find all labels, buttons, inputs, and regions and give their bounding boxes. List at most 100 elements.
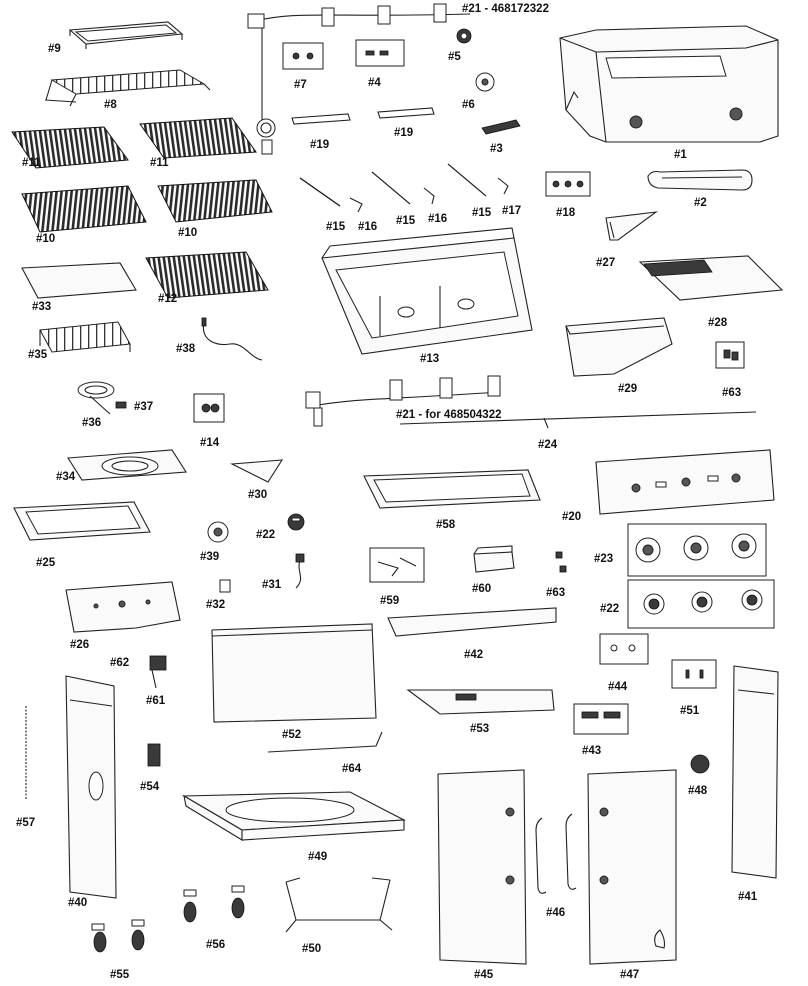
label-part-16-a: #16 bbox=[358, 221, 378, 233]
part-22-knobs-box bbox=[627, 579, 775, 629]
part-44-hardware-box bbox=[599, 633, 649, 665]
label-part-48: #48 bbox=[688, 785, 708, 797]
label-part-11-right: #11 bbox=[150, 157, 169, 169]
part-60-grease-cup bbox=[473, 545, 515, 573]
label-part-10-right: #10 bbox=[178, 227, 198, 239]
label-part-50: #50 bbox=[302, 943, 322, 955]
label-part-63-a: #63 bbox=[722, 387, 742, 399]
part-49-bottom-shelf bbox=[182, 791, 407, 841]
part-27-side-bracket bbox=[605, 211, 659, 241]
part-47-door-right bbox=[587, 769, 677, 965]
part-64-rod bbox=[267, 731, 383, 753]
label-part-51: #51 bbox=[680, 705, 700, 717]
part-15-burner-3 bbox=[447, 163, 487, 197]
part-22-knob-single bbox=[287, 513, 305, 531]
label-part-2: #2 bbox=[694, 197, 707, 209]
part-29-rear-panel bbox=[565, 317, 673, 377]
label-part-45: #45 bbox=[474, 969, 494, 981]
part-63-hardware-b bbox=[555, 551, 567, 573]
label-part-34: #34 bbox=[56, 471, 76, 483]
part-16-collector-1 bbox=[349, 197, 363, 213]
label-part-5: #5 bbox=[448, 51, 461, 63]
label-part-1: #1 bbox=[674, 149, 687, 161]
label-part-46: #46 bbox=[546, 907, 566, 919]
part-39-bezel bbox=[207, 521, 229, 543]
label-part-21-top: #21 - 468172322 bbox=[462, 3, 549, 15]
label-part-27: #27 bbox=[596, 257, 616, 269]
part-3-ignitor-module bbox=[481, 119, 521, 135]
label-part-47: #47 bbox=[620, 969, 640, 981]
label-part-42: #42 bbox=[464, 649, 484, 661]
label-part-52: #52 bbox=[282, 729, 302, 741]
part-37-orifice bbox=[115, 401, 127, 409]
label-part-30: #30 bbox=[248, 489, 268, 501]
part-61-hose bbox=[151, 669, 157, 689]
part-43-hardware-box bbox=[573, 703, 629, 735]
label-part-60: #60 bbox=[472, 583, 492, 595]
part-8-warming-rack bbox=[44, 69, 211, 107]
label-part-4: #4 bbox=[368, 77, 381, 89]
part-15-burner-2 bbox=[371, 171, 411, 205]
part-6-bezel bbox=[475, 72, 495, 92]
part-26-side-panel bbox=[65, 581, 181, 633]
label-part-17: #17 bbox=[502, 205, 522, 217]
label-part-64: #64 bbox=[342, 763, 362, 775]
part-42-cross-brace bbox=[387, 607, 557, 637]
label-part-36: #36 bbox=[82, 417, 102, 429]
part-31-thermocouple bbox=[295, 553, 305, 589]
part-10-grate-right bbox=[157, 179, 273, 223]
label-part-28: #28 bbox=[708, 317, 728, 329]
label-part-41: #41 bbox=[738, 891, 758, 903]
part-28-side-shelf bbox=[638, 255, 784, 301]
label-part-23: #23 bbox=[594, 553, 614, 565]
part-63-hardware-box-a bbox=[715, 341, 745, 369]
part-50-base-frame bbox=[285, 877, 393, 933]
label-part-18: #18 bbox=[556, 207, 576, 219]
part-12-grate bbox=[145, 251, 269, 299]
part-19-bracket-b bbox=[377, 107, 435, 119]
label-part-58: #58 bbox=[436, 519, 456, 531]
part-16-collector-2 bbox=[423, 187, 435, 205]
part-7-hardware bbox=[282, 42, 324, 70]
label-part-22-box: #22 bbox=[600, 603, 620, 615]
part-5-ignitor-knob bbox=[456, 28, 472, 44]
label-part-57: #57 bbox=[16, 817, 36, 829]
label-part-24: #24 bbox=[538, 439, 558, 451]
label-part-40: #40 bbox=[68, 897, 88, 909]
part-45-door-left bbox=[437, 769, 527, 965]
part-46-door-handles bbox=[535, 813, 577, 894]
part-55-casters bbox=[91, 919, 145, 953]
label-part-62: #62 bbox=[110, 657, 130, 669]
part-51-hardware-box bbox=[671, 659, 717, 689]
label-part-35: #35 bbox=[28, 349, 48, 361]
label-part-44: #44 bbox=[608, 681, 628, 693]
label-part-3: #3 bbox=[490, 143, 503, 155]
part-9-warming-tray bbox=[68, 21, 184, 49]
label-part-13: #13 bbox=[420, 353, 440, 365]
label-part-19-left: #19 bbox=[310, 139, 330, 151]
part-19-bracket-a bbox=[291, 113, 351, 125]
label-part-11-left: #11 bbox=[22, 157, 41, 169]
part-40-side-panel-left bbox=[65, 675, 117, 899]
label-part-43: #43 bbox=[582, 745, 602, 757]
part-54-battery bbox=[147, 743, 161, 767]
part-11-cooking-grate-right bbox=[139, 117, 257, 159]
part-10-grate-left bbox=[21, 185, 147, 233]
part-25-side-burner-frame bbox=[13, 501, 151, 541]
part-21-valve-manifold-bottom bbox=[305, 375, 501, 427]
part-1-lid bbox=[559, 25, 779, 143]
label-part-15-c: #15 bbox=[472, 207, 492, 219]
label-part-38: #38 bbox=[176, 343, 196, 355]
part-32-clip bbox=[219, 579, 231, 593]
label-part-54: #54 bbox=[140, 781, 160, 793]
part-23-bezels-box bbox=[627, 523, 767, 577]
part-11-cooking-grate-left bbox=[11, 126, 129, 169]
part-56-casters bbox=[183, 885, 245, 923]
part-18-hardware-box bbox=[545, 171, 591, 197]
label-part-61: #61 bbox=[146, 695, 166, 707]
part-58-grease-tray bbox=[363, 469, 541, 509]
label-part-49: #49 bbox=[308, 851, 328, 863]
label-part-32: #32 bbox=[206, 599, 226, 611]
label-part-29: #29 bbox=[618, 383, 638, 395]
